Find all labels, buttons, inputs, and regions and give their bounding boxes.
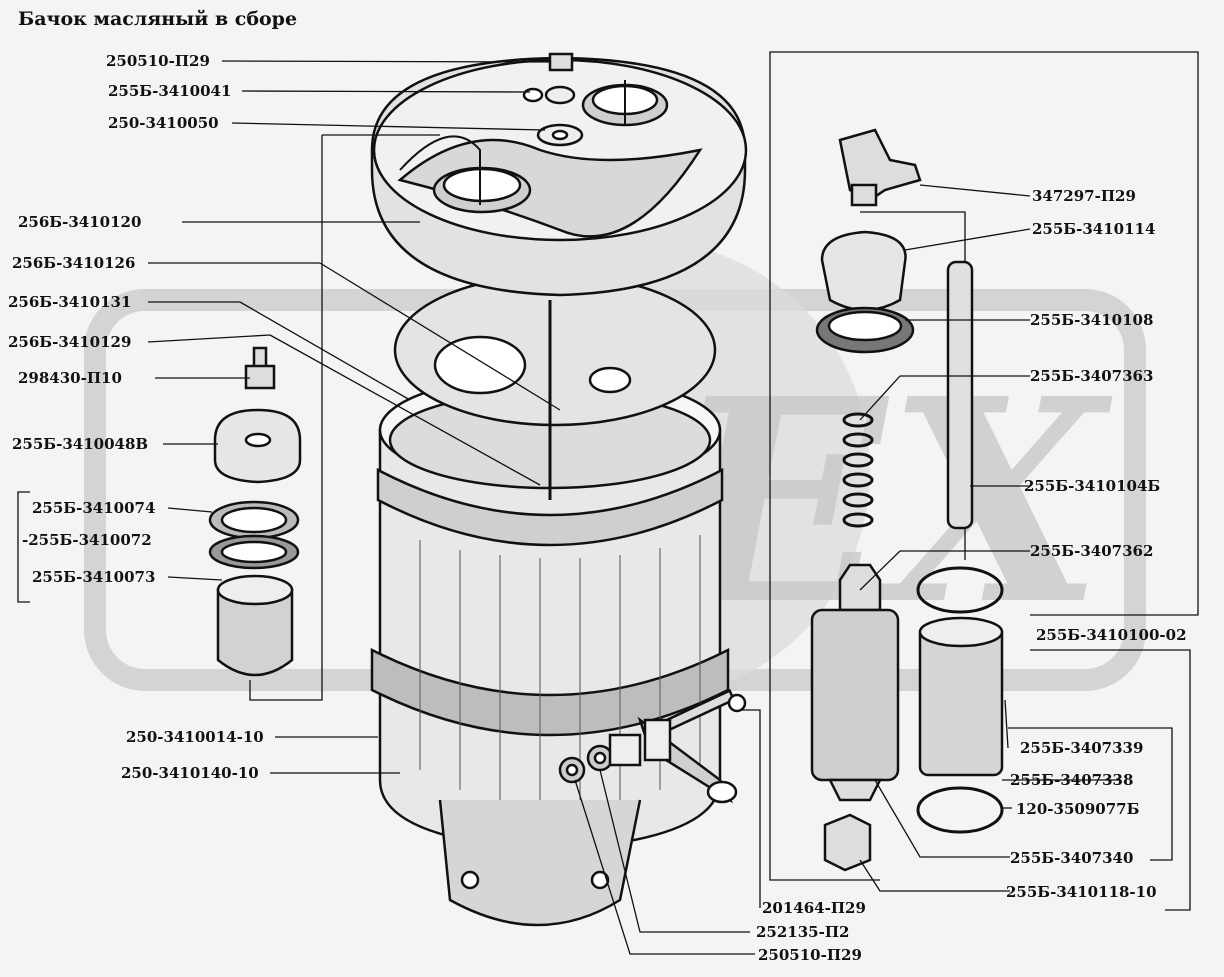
filter-assembly	[810, 128, 1004, 872]
label-250-3410050: 250-3410050	[108, 114, 219, 132]
label-201464-p29: 201464-П29	[762, 899, 866, 917]
diagram-title: Бачок масляный в сборе	[18, 8, 298, 30]
label-252135-p2: 252135-П2	[756, 923, 850, 941]
label-255b-3410041: 255Б-3410041	[108, 82, 232, 100]
label-255b-3410118-10: 255Б-3410118-10	[1006, 883, 1157, 901]
label-255b-3410100-02: 255Б-3410100-02	[1036, 626, 1187, 644]
label-255b-3410073: 255Б-3410073	[32, 568, 156, 586]
filler-assembly	[208, 346, 302, 677]
label-255b-3410108: 255Б-3410108	[1030, 311, 1154, 329]
tank-body	[370, 373, 747, 927]
label-255b-3410074: 255Б-3410074	[32, 499, 156, 517]
tank-lid	[370, 52, 748, 297]
label-256b-3410120: 256Б-3410120	[18, 213, 142, 231]
label-347297-p29: 347297-П29	[1032, 187, 1136, 205]
label-256b-3410131: 256Б-3410131	[8, 293, 132, 311]
label-255b-3410104b: 255Б-3410104Б	[1024, 477, 1161, 495]
label-255b-3407338: 255Б-3407338	[1010, 771, 1134, 789]
label-255b-3410072: -255Б-3410072	[22, 531, 152, 549]
leader-lines	[17, 51, 1199, 955]
label-255b-3407363: 255Б-3407363	[1030, 367, 1154, 385]
label-250510-p29-bottom: 250510-П29	[758, 946, 862, 964]
label-250-3410014-10: 250-3410014-10	[126, 728, 264, 746]
label-256b-3410129: 256Б-3410129	[8, 333, 132, 351]
label-256b-3410126: 256Б-3410126	[12, 254, 136, 272]
label-250-3410140-10: 250-3410140-10	[121, 764, 259, 782]
flow-arrows	[399, 80, 626, 205]
label-298430-p10: 298430-П10	[18, 369, 122, 387]
label-120-3509077b: 120-3509077Б	[1016, 800, 1140, 818]
label-255b-3407340: 255Б-3407340	[1010, 849, 1134, 867]
label-250510-p29-top: 250510-П29	[106, 52, 210, 70]
label-255b-3407362: 255Б-3407362	[1030, 542, 1154, 560]
label-255b-3410048v: 255Б-3410048В	[12, 435, 149, 453]
label-255b-3410114: 255Б-3410114	[1032, 220, 1156, 238]
label-255b-3407339: 255Б-3407339	[1020, 739, 1144, 757]
